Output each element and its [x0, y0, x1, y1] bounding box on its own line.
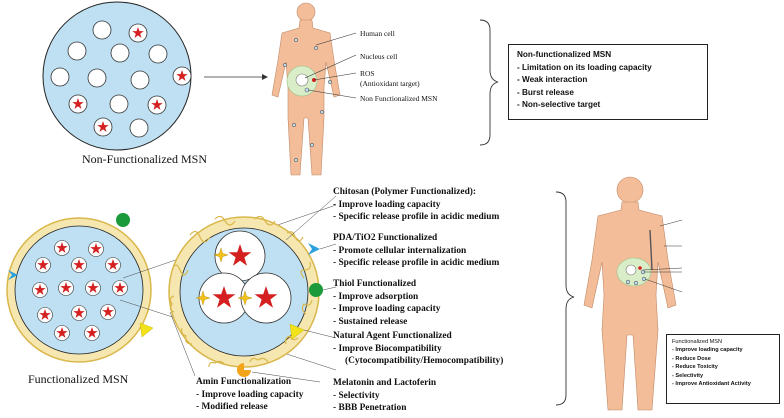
feature-item: - Improve loading capacity: [196, 389, 304, 400]
box-item: - Improve Antioxidant Activity: [672, 381, 751, 388]
feature-thiol: Thiol Functionalized - Improve adsorptio…: [333, 278, 440, 328]
green-ligand-zoom-icon: [309, 283, 323, 297]
feature-item: - Sustained release: [333, 316, 408, 327]
feature-title: PDA/TiO2 Functionalized: [333, 233, 438, 243]
feature-item: - Specific release profile in acidic med…: [333, 258, 500, 269]
functionalized-msn-particle: [6, 213, 154, 363]
feature-chitosan: Chitosan (Polymer Functionalized): - Imp…: [333, 186, 499, 224]
feature-pda-tio2: PDA/TiO2 Functionalized - Promote cellul…: [333, 232, 499, 270]
feature-item: - Improve adsorption: [333, 291, 419, 302]
feature-title: Thiol Functionalized: [333, 279, 417, 289]
bottom-body-leaders: [642, 219, 683, 293]
top-bracket: [479, 19, 499, 146]
feature-natural-agent: Natural Agent Functionalized - Improve B…: [333, 330, 503, 368]
box-item: - Limitation on its loading capacity: [517, 62, 652, 72]
box-item: - Reduce Dose: [672, 355, 711, 362]
green-ligand-icon: [116, 213, 130, 227]
feature-item: - Improve loading capacity: [333, 199, 441, 210]
box-item: - Burst release: [517, 87, 574, 97]
feature-title: Natural Agent Functionalized: [333, 331, 452, 341]
feature-item: - Improve Biocompatibility: [333, 343, 442, 354]
label-human-cell: Human cell: [360, 29, 395, 38]
feature-item: - Specific release profile in acidic med…: [333, 212, 500, 223]
feature-title: Amin Functionalization: [196, 377, 292, 387]
box-item: - Selectivity: [672, 372, 704, 379]
human-figure-top: [271, 2, 341, 176]
box-item: - Improve loading capacity: [672, 347, 743, 354]
feature-item: - Selectivity: [333, 390, 380, 401]
label-nucleus-cell: Nucleus cell: [360, 52, 398, 61]
box-item: - Weak interaction: [517, 75, 588, 84]
box-title: Functionalized MSN: [672, 339, 723, 345]
blue-ligand-zoom-icon: [308, 243, 320, 255]
feature-item: - Modified release: [196, 402, 268, 413]
yellow-ligand-zoom-icon: [289, 323, 305, 340]
non-functionalized-caption: Non-Functionalized MSN: [82, 152, 207, 166]
arrow-to-body: [204, 74, 268, 80]
non-functionalized-msn-particle: [42, 1, 192, 151]
feature-item: - Improve loading capacity: [333, 304, 441, 315]
functionalized-caption: Functionalized MSN: [28, 372, 129, 386]
bottom-bracket: [555, 191, 575, 406]
non-functionalized-summary-box: Non-functionalized MSN - Limitation on i…: [508, 44, 708, 120]
orange-ligand-zoom-icon: [237, 363, 251, 377]
body-label-leaders: [304, 32, 357, 99]
feature-amin: Amin Functionalization - Improve loading…: [196, 376, 303, 414]
feature-item: (Cytocompatibility/Hemocompatibility): [345, 356, 504, 367]
feature-item: - BBB Penetration: [333, 403, 407, 414]
zoomed-functionalized-particle: [168, 215, 323, 377]
blue-ligand-icon: [8, 270, 18, 280]
label-ros: ROS: [360, 69, 375, 78]
label-non-func-msn: Non Functionalized MSN: [360, 94, 438, 103]
feature-melatonin: Melatonin and Lactoferin - Selectivity -…: [333, 377, 436, 415]
box-item: - Reduce Toxicity: [672, 364, 718, 371]
yellow-ligand-icon: [139, 322, 154, 338]
functionalized-summary-box: Functionalized MSN - Improve loading cap…: [666, 334, 780, 404]
feature-title: Melatonin and Lactoferin: [333, 378, 437, 388]
feature-leaders: [251, 195, 337, 383]
box-item: - Non-selective target: [517, 100, 601, 109]
human-figure-bottom: [583, 176, 677, 411]
label-ros-target: (Antioxidant target): [360, 79, 420, 88]
box-title: Non-functionalized MSN: [517, 50, 612, 59]
feature-title: Chitosan (Polymer Functionalized):: [333, 187, 477, 197]
feature-item: - Promote cellular internalization: [333, 245, 467, 256]
